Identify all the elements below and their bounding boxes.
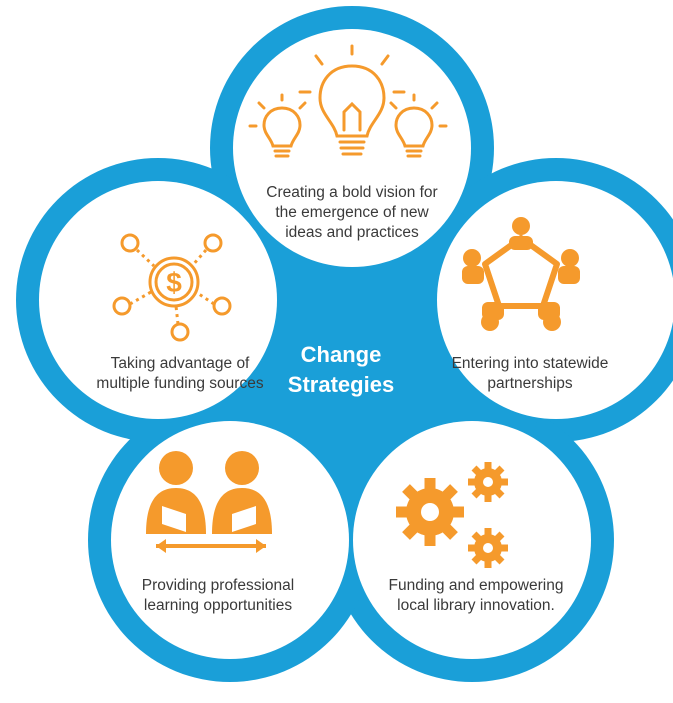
strategy-innovation-label: Funding and empowering local library inn… [366,576,586,616]
strategy-learning-line: Providing professional [141,577,295,594]
strategy-partnerships-label: Entering into statewide partnerships [430,354,630,394]
strategy-partnerships-line: partnerships [487,375,573,392]
strategy-innovation-line: Funding and empowering [388,577,564,594]
center-title: Change Strategies [266,340,416,400]
strategy-innovation-line: local library innovation. [397,597,555,614]
strategy-funding-line: Taking advantage of [110,355,250,372]
dollar-network-icon [112,233,232,342]
gears-icon [396,462,508,568]
dollar-sign-icon: $ [166,267,182,298]
strategy-funding-label: Taking advantage of multiple funding sou… [80,354,280,394]
readers-icon [146,451,272,553]
center-title-line-2: Strategies [287,372,395,397]
people-circle-icon [462,217,580,331]
strategy-vision-line: Creating a bold vision for [266,184,438,201]
strategy-learning-line: learning opportunities [143,597,293,614]
strategy-partnerships-line: Entering into statewide [451,355,609,372]
strategy-vision-line: the emergence of new [275,204,429,221]
strategy-funding-line: multiple funding sources [96,375,264,392]
lightbulbs-icon [248,44,448,158]
strategy-vision-line: ideas and practices [285,224,419,241]
center-title-line-1: Change [300,342,382,367]
strategy-vision-label: Creating a bold vision for the emergence… [242,183,462,243]
strategy-learning-label: Providing professional learning opportun… [118,576,318,616]
